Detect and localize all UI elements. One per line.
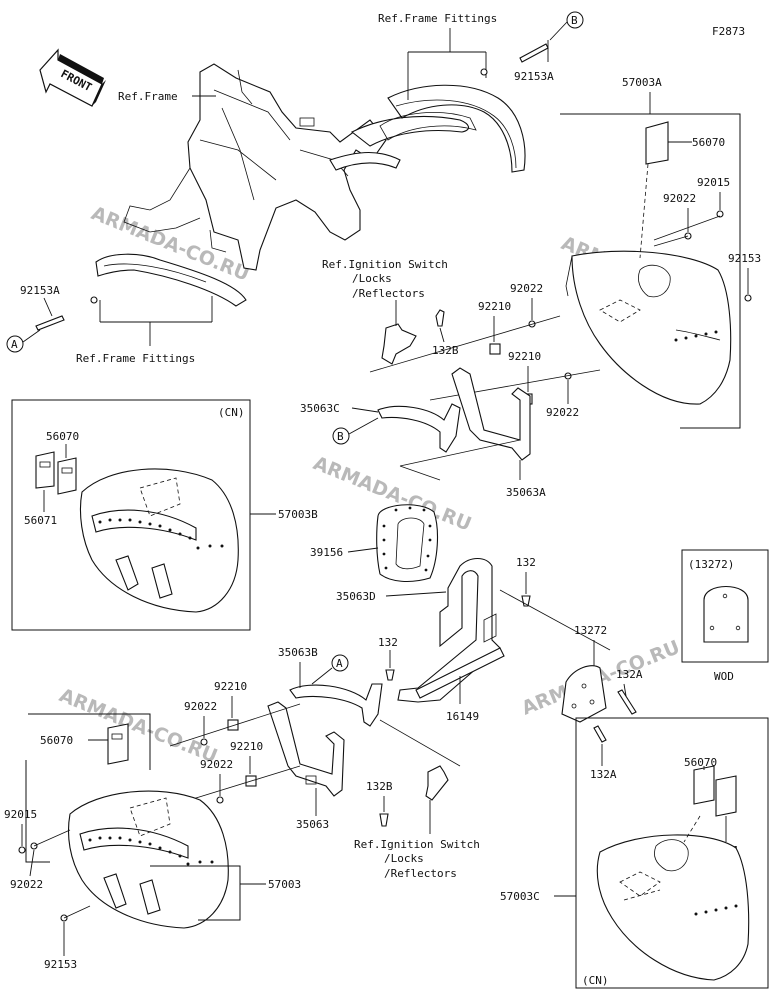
bracket-35063: 35063 [267, 701, 345, 831]
label-92210-low1: 92210 [214, 680, 247, 693]
label-35063D: 35063D [336, 590, 376, 603]
front-frame-fitting [95, 253, 247, 307]
label-132B-top: 132B [432, 344, 459, 357]
front-arrow-icon: FRONT [39, 48, 106, 107]
label-ref-frame-fittings-top: Ref.Frame Fittings [378, 12, 497, 25]
marker-a-bottom [331, 654, 349, 672]
ignition-ref-bottom: Ref.Ignition Switch /Locks /Reflectors [354, 765, 480, 880]
label-92153-low: 92153 [44, 958, 77, 971]
bolt-132-right: 132 [499, 556, 611, 651]
marker-b-top [566, 11, 584, 29]
label-92022-mid1: 92022 [510, 282, 543, 295]
bolt-132-left: 132 [378, 636, 398, 681]
label-56071-cn: 56071 [24, 514, 57, 527]
label-92210-top: 92210 [478, 300, 511, 313]
label-ignition-bottom-3: /Reflectors [384, 867, 457, 880]
label-92022-low2: 92022 [200, 758, 233, 771]
frame-fittings-left-callout: Ref.Frame Fittings [76, 296, 213, 365]
label-cn-right: (CN) [582, 974, 609, 987]
cn-box-57003B: (CN) 56070 56071 57003B [11, 399, 318, 631]
backrest-39156: 39156 [310, 504, 438, 583]
label-57003B: 57003B [278, 508, 318, 521]
marker-b-mid [332, 427, 350, 445]
label-13272: 13272 [574, 624, 607, 637]
label-16149: 16149 [446, 710, 479, 723]
label-ref-frame-fittings-left: Ref.Frame Fittings [76, 352, 195, 365]
wod-box: (13272) WOD [681, 549, 769, 683]
label-cn-left: (CN) [218, 406, 245, 419]
label-92210-low2: 92210 [230, 740, 263, 753]
bolt-92153A-top: 92153A B [480, 11, 584, 83]
bracket-35063A: 35063A [399, 367, 546, 499]
label-ignition-top-3: /Reflectors [352, 287, 425, 300]
label-92022-mid2: 92022 [546, 406, 579, 419]
label-57003C: 57003C [500, 890, 540, 903]
label-132-right: 132 [516, 556, 536, 569]
bar-16149: 16149 [415, 647, 505, 723]
marker-a-left-label: A [11, 338, 18, 351]
marker-b-top-label: B [571, 14, 578, 27]
bracket-35063C: 35063C B [300, 402, 461, 453]
decal-56070-top: 56070 [639, 121, 725, 259]
label-ignition-top-1: Ref.Ignition Switch [322, 258, 448, 271]
label-wod: WOD [714, 670, 734, 683]
label-39156: 39156 [310, 546, 343, 559]
label-56070-top: 56070 [692, 136, 725, 149]
marker-b-mid-label: B [337, 430, 344, 443]
label-ref-frame: Ref.Frame [118, 90, 178, 103]
label-92022-low3: 92022 [10, 878, 43, 891]
label-35063C: 35063C [300, 402, 340, 415]
label-57003: 57003 [268, 878, 301, 891]
label-35063B: 35063B [278, 646, 318, 659]
label-ignition-bottom-2: /Locks [384, 852, 424, 865]
saddlebag-57003A: 57003A [560, 76, 741, 429]
label-57003A: 57003A [622, 76, 662, 89]
label-56070-cn: 56070 [46, 430, 79, 443]
plate-13272: 13272 132A 132A [561, 624, 643, 781]
frame-illustration: Ref.Frame [118, 63, 470, 271]
label-92153A-top: 92153A [514, 70, 554, 83]
saddlebag-57003: 56070 57003 [25, 713, 301, 929]
label-35063: 35063 [296, 818, 329, 831]
fasteners-lower-left: 92210 92022 92210 92022 [169, 680, 461, 807]
bracket-35063B: 35063B A [278, 646, 383, 727]
marker-a-left [6, 335, 24, 353]
label-92153-top: 92153 [728, 252, 761, 265]
frame-fittings-top-callout: Ref.Frame Fittings [378, 12, 497, 100]
label-56070-cn2: 56070 [684, 756, 717, 769]
label-92022-top: 92022 [663, 192, 696, 205]
label-ignition-top-2: /Locks [352, 272, 392, 285]
label-92210-mid: 92210 [508, 350, 541, 363]
fasteners-middle: 92210 92022 92210 92022 [369, 282, 601, 419]
label-132A-right: 132A [616, 668, 643, 681]
label-35063A: 35063A [506, 486, 546, 499]
fasteners-top-right: 92015 92022 92153 [653, 176, 761, 302]
bolt-132B-top: 132B [432, 309, 459, 357]
bolt-92153A-left: 92153A A [6, 284, 98, 353]
watermark-4: ARMADA-CO.RU [56, 684, 220, 767]
label-92015-low: 92015 [4, 808, 37, 821]
label-56070-low: 56070 [40, 734, 73, 747]
figure-code: F2873 [712, 25, 745, 38]
label-132A-bottom: 132A [590, 768, 617, 781]
fasteners-bottom-left: 92015 92022 92153 [4, 808, 91, 971]
label-132-left: 132 [378, 636, 398, 649]
cn-box-57003C: (CN) 56070 56071 57003C [500, 717, 769, 989]
rear-frame-fitting [379, 84, 526, 173]
bolt-132B-bottom: 132B [366, 780, 393, 827]
label-ignition-bottom-1: Ref.Ignition Switch [354, 838, 480, 851]
marker-a-bottom-label: A [336, 657, 343, 670]
ignition-ref-top: Ref.Ignition Switch /Locks /Reflectors [322, 258, 448, 365]
label-92153A-left: 92153A [20, 284, 60, 297]
label-wod-code: (13272) [688, 558, 734, 571]
label-92015-top: 92015 [697, 176, 730, 189]
label-132B-bottom: 132B [366, 780, 393, 793]
label-92022-low1: 92022 [184, 700, 217, 713]
